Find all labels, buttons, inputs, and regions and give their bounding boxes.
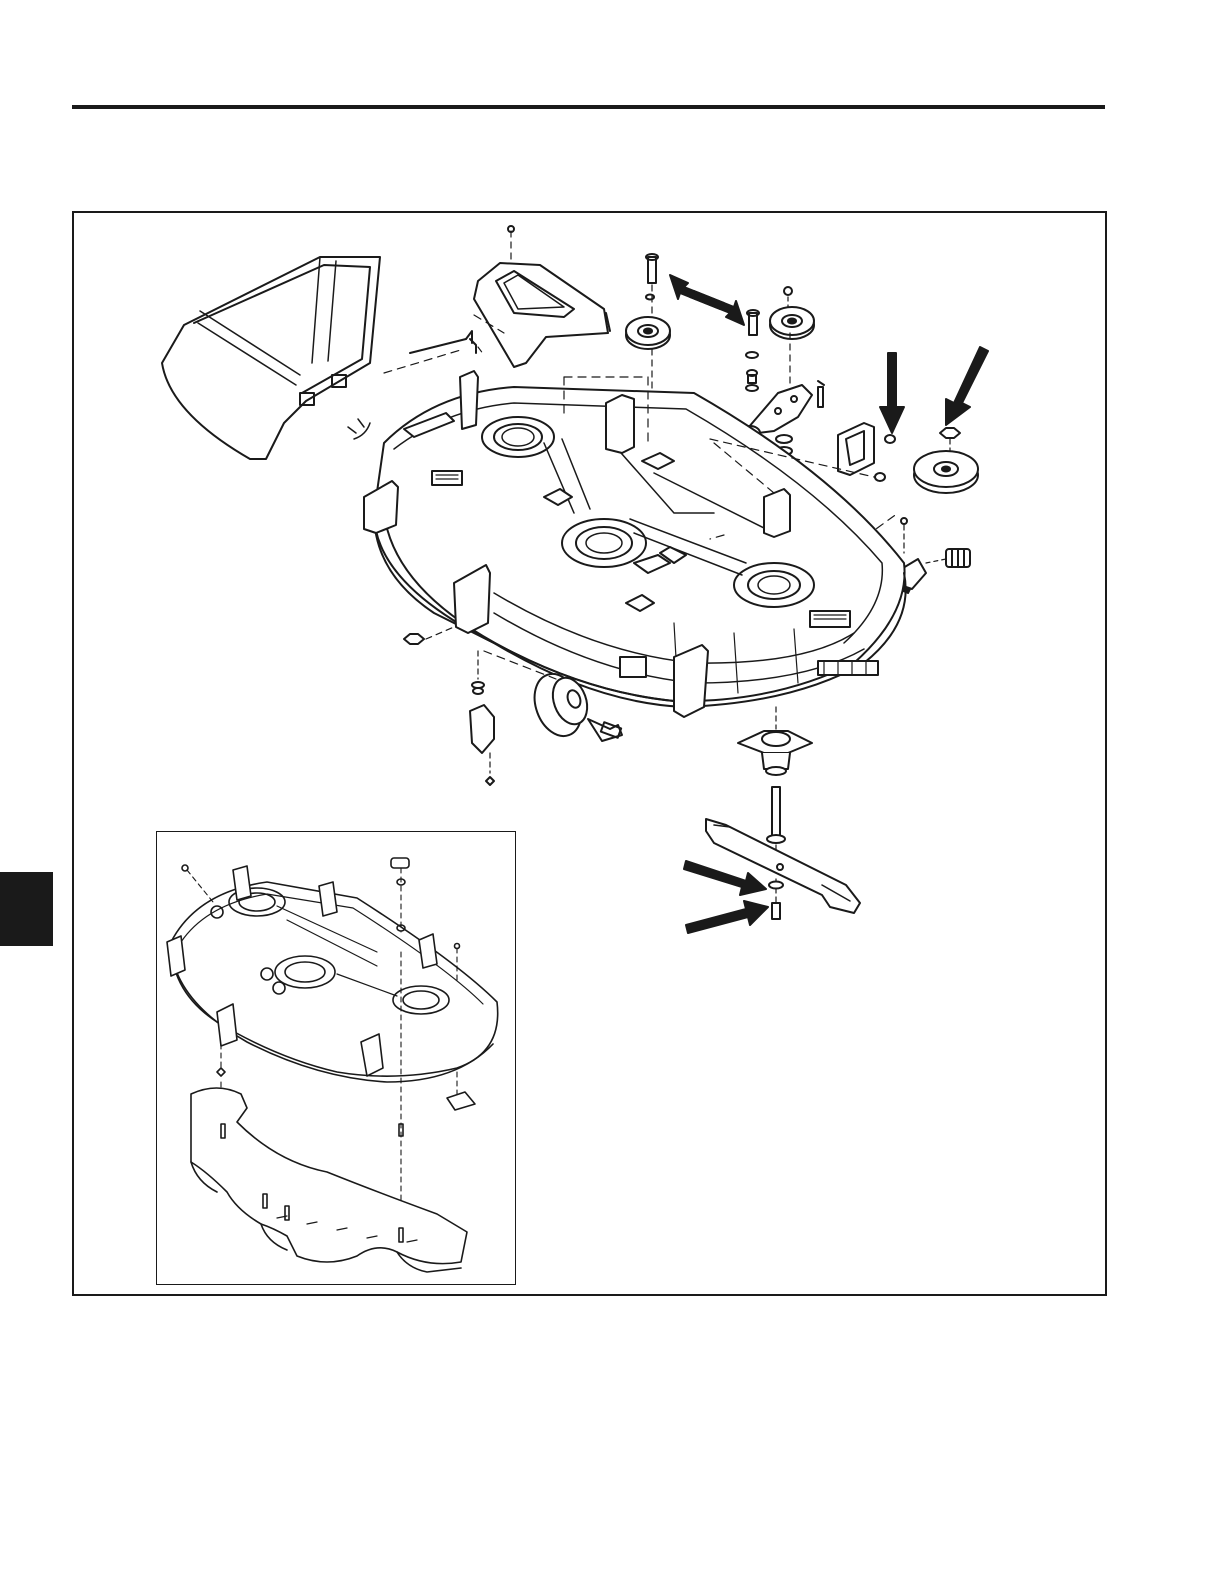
inset-diagram <box>156 831 516 1285</box>
deck-baffle-diagram <box>157 832 515 1284</box>
mower-deck <box>364 371 906 717</box>
belt-guard-bracket <box>838 423 895 481</box>
belt-cover <box>474 226 610 367</box>
discharge-chute <box>162 257 380 459</box>
drive-pulley <box>914 428 978 493</box>
mower-blade <box>706 819 860 919</box>
inset-baffle <box>191 1088 467 1272</box>
section-tab <box>0 872 53 946</box>
blade-callout-arrows <box>684 861 768 933</box>
inset-deck <box>167 866 498 1082</box>
header-rule <box>72 105 1105 109</box>
figure-frame <box>72 211 1107 1296</box>
